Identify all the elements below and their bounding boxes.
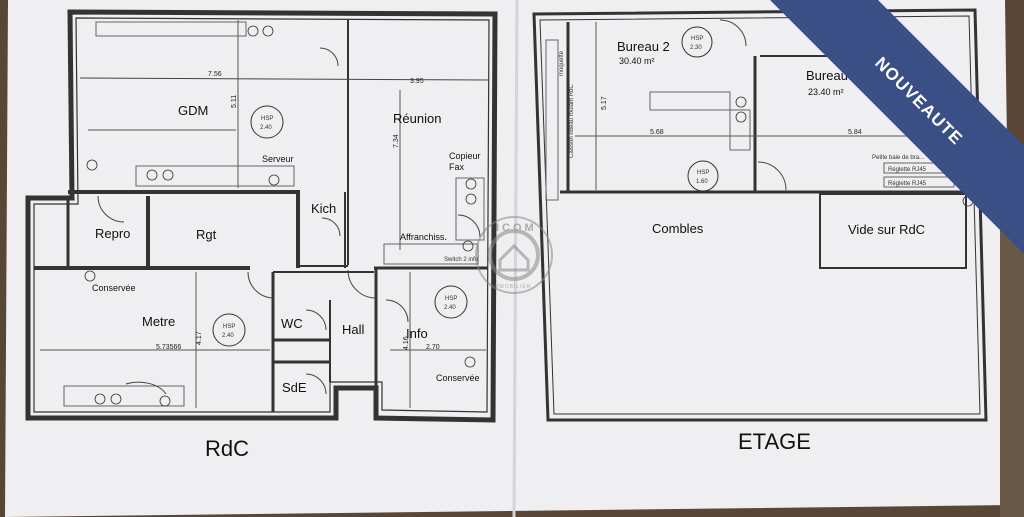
- door-bureau2: [719, 19, 747, 47]
- watermark-sub: IMMOBILIER: [492, 284, 531, 290]
- hsp-label-b2b: HSP: [697, 170, 709, 176]
- hsp-value-metre: 2.40: [222, 333, 234, 339]
- desk-top: [95, 21, 247, 37]
- room-info: Info: [406, 326, 428, 341]
- door-gdm: [319, 47, 339, 67]
- hsp-label-b2: HSP: [691, 36, 703, 42]
- label-petite-baie: Petite baie de bra...: [872, 155, 924, 161]
- affranchiss-bench: [383, 243, 479, 265]
- hsp-value-gdm: 2.40: [260, 125, 272, 131]
- dim-line-top: [79, 77, 489, 81]
- room-wc: WC: [281, 316, 303, 331]
- caisson-strip: [545, 39, 559, 201]
- label-affranchiss: Affranchiss.: [400, 232, 447, 242]
- inf-markers: [84, 25, 477, 407]
- door-info: [385, 299, 409, 323]
- room-sde: SdE: [282, 380, 307, 395]
- inf-marker-u2: [735, 111, 747, 123]
- room-vide-rdc: Vide sur RdC: [848, 222, 925, 237]
- label-conservee-1: Conservée: [92, 283, 136, 293]
- dim-2-70: 2.70: [426, 344, 440, 351]
- door-kich: [321, 217, 341, 237]
- label-switch: Switch 2 info: [444, 257, 479, 263]
- room-serveur: Serveur: [262, 154, 294, 164]
- door-bureau3: [757, 161, 787, 191]
- paper-sheet: [5, 0, 1012, 517]
- door-reunion: [457, 214, 481, 238]
- room-combles: Combles: [652, 221, 704, 236]
- dim-5-73566: 5.73566: [156, 344, 181, 351]
- dim-7-34: 7.34: [393, 134, 400, 148]
- hsp-value-b2: 2.30: [690, 45, 702, 51]
- hsp-value-b2b: 1.60: [696, 179, 708, 185]
- door-repro: [97, 195, 125, 223]
- room-repro: Repro: [95, 226, 130, 241]
- hsp-marker-metre: [212, 313, 246, 347]
- hsp-label-gdm: HSP: [261, 116, 273, 122]
- metre-bench: [63, 385, 185, 407]
- door-wc: [305, 309, 327, 331]
- house-icon: [498, 243, 530, 272]
- room-bureau2-area: 30.40 m²: [619, 56, 655, 66]
- table-edge: [1000, 230, 1024, 517]
- icom-watermark: ICOM IMMOBILIER: [475, 216, 553, 294]
- hsp-marker-b2b: [687, 160, 719, 192]
- dim-5-68: 5.68: [650, 129, 664, 136]
- room-bureau3: Bureau: [806, 68, 848, 83]
- hsp-label-info: HSP: [445, 296, 457, 302]
- dim-5-17: 5.17: [601, 96, 608, 110]
- door-metre-bottom: [125, 381, 167, 395]
- label-conservee-2: Conservée: [436, 373, 480, 383]
- ground-floor-title: RdC: [205, 436, 249, 461]
- server-bench: [135, 165, 295, 187]
- dim-4-16: 4.16: [403, 336, 410, 350]
- room-gdm: GDM: [178, 103, 208, 118]
- ground-floor-plan: GDM Réunion Serveur Copieur Fax Kich Rep…: [25, 9, 498, 461]
- ground-outer-wall: [25, 9, 498, 423]
- room-reunion: Réunion: [393, 111, 441, 126]
- bureau2-desk: [649, 91, 751, 151]
- door-hall: [347, 269, 377, 299]
- dim-3-95: 3.95: [410, 78, 424, 85]
- label-reglette-1: Réglette RJ45: [888, 167, 927, 173]
- paper-fold: [512, 0, 519, 517]
- room-metre: Metre: [142, 314, 175, 329]
- dim-4-17: 4.17: [196, 331, 203, 345]
- vide-rdc-box: [819, 193, 967, 269]
- room-rgt: Rgt: [196, 227, 217, 242]
- label-fax: Fax: [449, 162, 465, 172]
- room-kich: Kich: [311, 201, 336, 216]
- upper-floor-title: ETAGE: [738, 429, 811, 454]
- hsp-marker-gdm: [250, 105, 284, 139]
- dim-5-84: 5.84: [848, 129, 862, 136]
- label-moquette: moquette: [559, 50, 565, 76]
- hsp-marker-info: [434, 285, 468, 319]
- label-copieur: Copieur: [449, 151, 481, 161]
- room-hall: Hall: [342, 322, 365, 337]
- room-bureau2: Bureau 2: [617, 39, 670, 54]
- dim-7-56: 7.56: [208, 71, 222, 78]
- copier-bench: [455, 177, 485, 241]
- hsp-label-metre: HSP: [223, 324, 235, 330]
- inf-marker-u1: [735, 96, 747, 108]
- hsp-marker-b2: [681, 26, 713, 58]
- room-bureau3-area: 23.40 m²: [808, 87, 844, 97]
- door-sde: [305, 373, 327, 395]
- label-reglette-2: Réglette RJ45: [888, 181, 927, 187]
- door-metre: [247, 271, 275, 299]
- hsp-value-info: 2.40: [444, 305, 456, 311]
- dim-5-11: 5.11: [231, 95, 238, 108]
- watermark-text: ICOM: [496, 222, 537, 234]
- label-caisson: Caisson rideau roulant RdC: [569, 84, 575, 158]
